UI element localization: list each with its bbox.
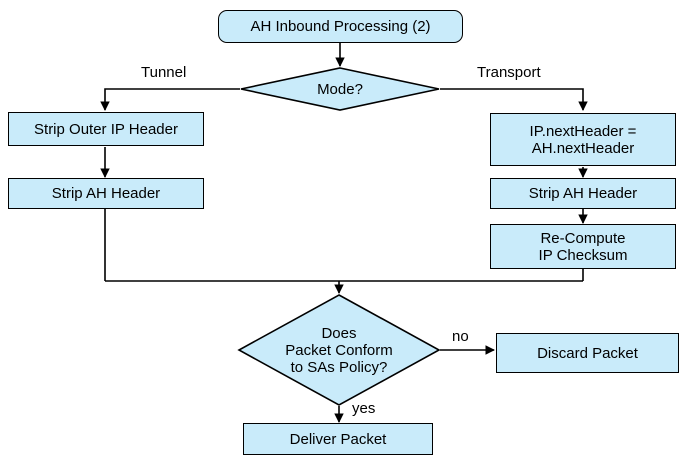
node-recompute-ip-checksum[interactable]: Re-Compute IP Checksum [490, 224, 676, 269]
node-strip-outer-ip-header[interactable]: Strip Outer IP Header [8, 112, 204, 146]
diamond-shape [240, 67, 440, 111]
edge-label-yes: yes [352, 400, 376, 417]
node-start[interactable]: AH Inbound Processing (2) [218, 10, 463, 43]
edge-mode-transport [440, 88, 588, 111]
diamond-shape [237, 294, 441, 406]
edge-label-transport: Transport [477, 64, 541, 81]
edge-label-no: no [452, 328, 469, 345]
node-strip-ah-header-transport[interactable]: Strip AH Header [490, 178, 676, 209]
node-ip-next-header[interactable]: IP.nextHeader = AH.nextHeader [490, 113, 676, 166]
node-conform-decision[interactable]: Does Packet Conform to SAs Policy? [237, 294, 441, 406]
edge-label-tunnel: Tunnel [141, 64, 187, 81]
edge-mode-tunnel [100, 88, 240, 111]
node-deliver-packet[interactable]: Deliver Packet [243, 423, 433, 455]
node-discard-packet[interactable]: Discard Packet [496, 333, 679, 373]
node-strip-ah-header-tunnel[interactable]: Strip AH Header [8, 178, 204, 209]
node-mode-decision[interactable]: Mode? [240, 67, 440, 111]
